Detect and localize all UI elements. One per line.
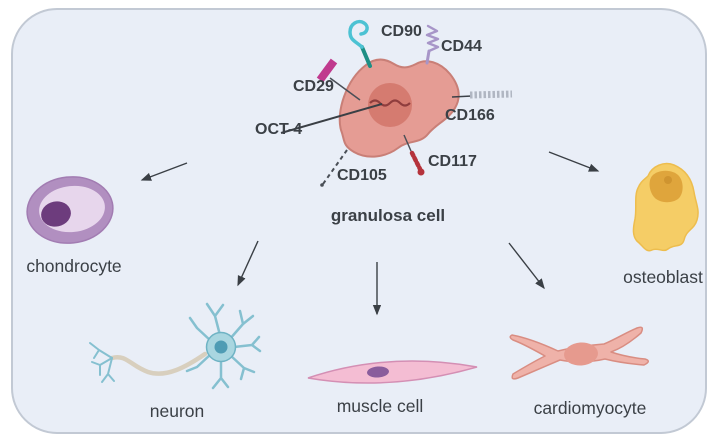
arrow-to-osteoblast [548,151,600,172]
cd166-receptor-icon [451,90,513,99]
osteoblast-label: osteoblast [623,267,703,287]
cd166-label: CD166 [445,107,495,124]
osteoblast-nucleolus [664,176,672,184]
neuron-illustration [89,302,262,390]
chondrocyte-label: chondrocyte [26,256,121,276]
neuron-axon [109,351,208,376]
cd90-label: CD90 [381,23,422,40]
muscle-cell-label: muscle cell [337,396,424,416]
cardiomyocyte-illustration [509,326,649,380]
cd90-receptor-icon [348,19,372,68]
oct4-pointer-line [280,103,383,134]
panel-background [11,8,707,434]
cardiomyocyte-nucleus [564,342,598,366]
neuron-label: neuron [150,401,205,421]
osteoblast-illustration [632,162,699,252]
chondrocyte-illustration [26,176,114,244]
neuron-axon-terminal [89,342,115,383]
arrow-to-neuron [237,240,259,287]
granulosa-cell-label: granulosa cell [331,206,445,225]
cd29-receptor-icon [316,58,361,101]
muscle-cell-nucleus [367,366,389,378]
cd117-receptor-icon [403,134,425,176]
oct4-label: OCT-4 [255,121,302,138]
cardiomyocyte-label: cardiomyocyte [534,398,647,418]
differentiation-arrows [140,151,600,316]
muscle-cell-body [307,360,478,384]
cd105-label: CD105 [337,167,387,184]
cd44-receptor-icon [425,24,440,65]
neuron-nucleus [214,340,228,354]
cd44-label: CD44 [441,38,482,55]
arrow-to-chondrocyte [140,162,188,181]
chromatin-squiggle-icon [369,99,411,107]
cd117-label: CD117 [428,153,477,170]
muscle-cell-illustration [307,360,478,384]
granulosa-cell-nucleus [368,83,412,127]
arrow-to-cardiomyocyte [508,242,545,290]
osteoblast-nucleus [649,170,683,203]
cd29-label: CD29 [293,78,334,95]
chondrocyte-nucleus [41,201,71,227]
cd105-receptor-icon [320,149,348,187]
granulosa-cell-illustration: CD90 CD44 CD29 OCT-4 CD166 CD117 CD105 g… [255,19,513,225]
